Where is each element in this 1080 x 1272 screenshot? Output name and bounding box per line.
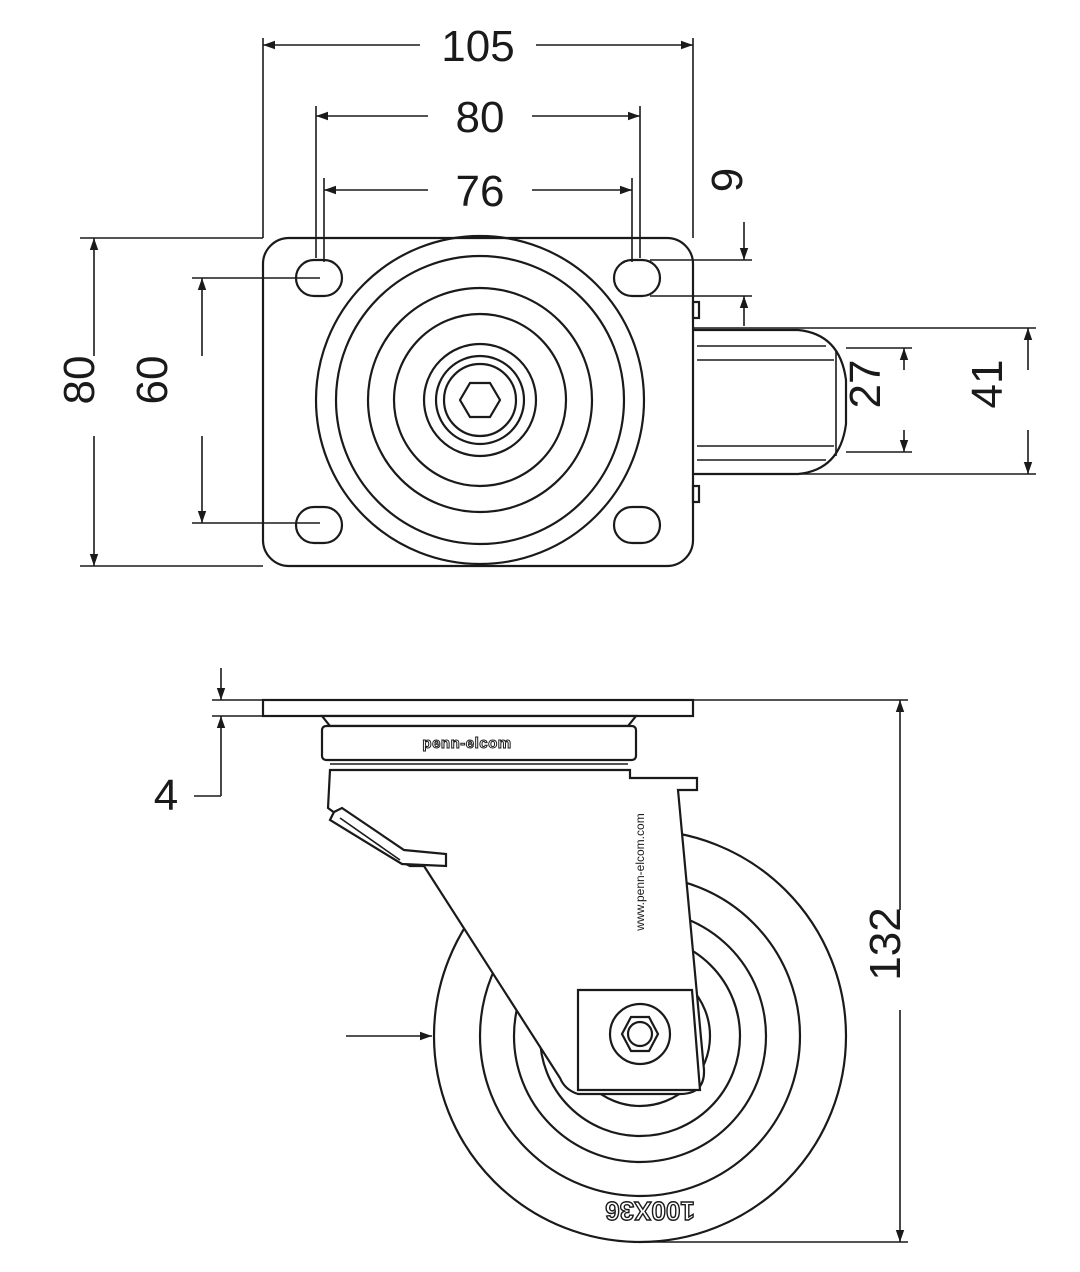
wheel-top-view — [693, 328, 848, 476]
website-url: www.penn-elcom.com — [633, 813, 647, 931]
hub-ring-inner — [434, 354, 526, 446]
dim-overall-depth: 80 — [55, 356, 104, 405]
mounting-plate — [261, 236, 695, 568]
mounting-hole-bottom-right — [612, 505, 662, 545]
dim-overall-height: 132 — [861, 907, 910, 980]
dim-hole-spacing-inner: 76 — [456, 167, 505, 216]
swivel-ring-outer — [314, 234, 646, 566]
plate-side-tab-bottom — [691, 484, 701, 504]
swivel-ring-3 — [366, 286, 594, 514]
brake-lever — [328, 806, 448, 868]
dim-overall-width: 105 — [441, 22, 514, 71]
swivel-ring-4 — [392, 312, 568, 488]
dim-offset-9: 9 — [703, 168, 752, 192]
tyre-marking: 100X36 — [605, 1196, 695, 1226]
brand-logo: penn-elcom — [422, 735, 511, 752]
brake-lever-detail — [339, 817, 401, 861]
side-view: penn-elcom www.penn-elcom.com 100X36 4 1… — [154, 668, 910, 1244]
dim-plate-thickness: 4 — [154, 771, 178, 820]
hub-ring-core — [442, 362, 518, 438]
dim-tread-27: 27 — [841, 360, 890, 409]
swivel-housing-neck — [319, 714, 639, 728]
axle-nut-center — [626, 1020, 654, 1048]
side-top-plate — [261, 698, 695, 718]
hub-ring-outer — [422, 342, 538, 458]
plate-side-tab-top — [691, 300, 701, 320]
dim-wheel-41: 41 — [963, 360, 1012, 409]
swivel-housing — [320, 724, 638, 762]
hex-bolt-head — [458, 381, 502, 419]
mounting-hole-top-right — [612, 258, 662, 298]
axle-nut — [620, 1015, 660, 1053]
dim-hole-spacing-depth: 60 — [128, 356, 177, 405]
dim-hole-spacing-outer: 80 — [456, 93, 505, 142]
swivel-ring-2 — [334, 254, 626, 546]
top-view: 105 80 76 9 80 60 27 41 — [55, 22, 1036, 568]
axle-nut-outer — [608, 1002, 672, 1066]
mounting-hole-bottom-left — [294, 505, 344, 545]
